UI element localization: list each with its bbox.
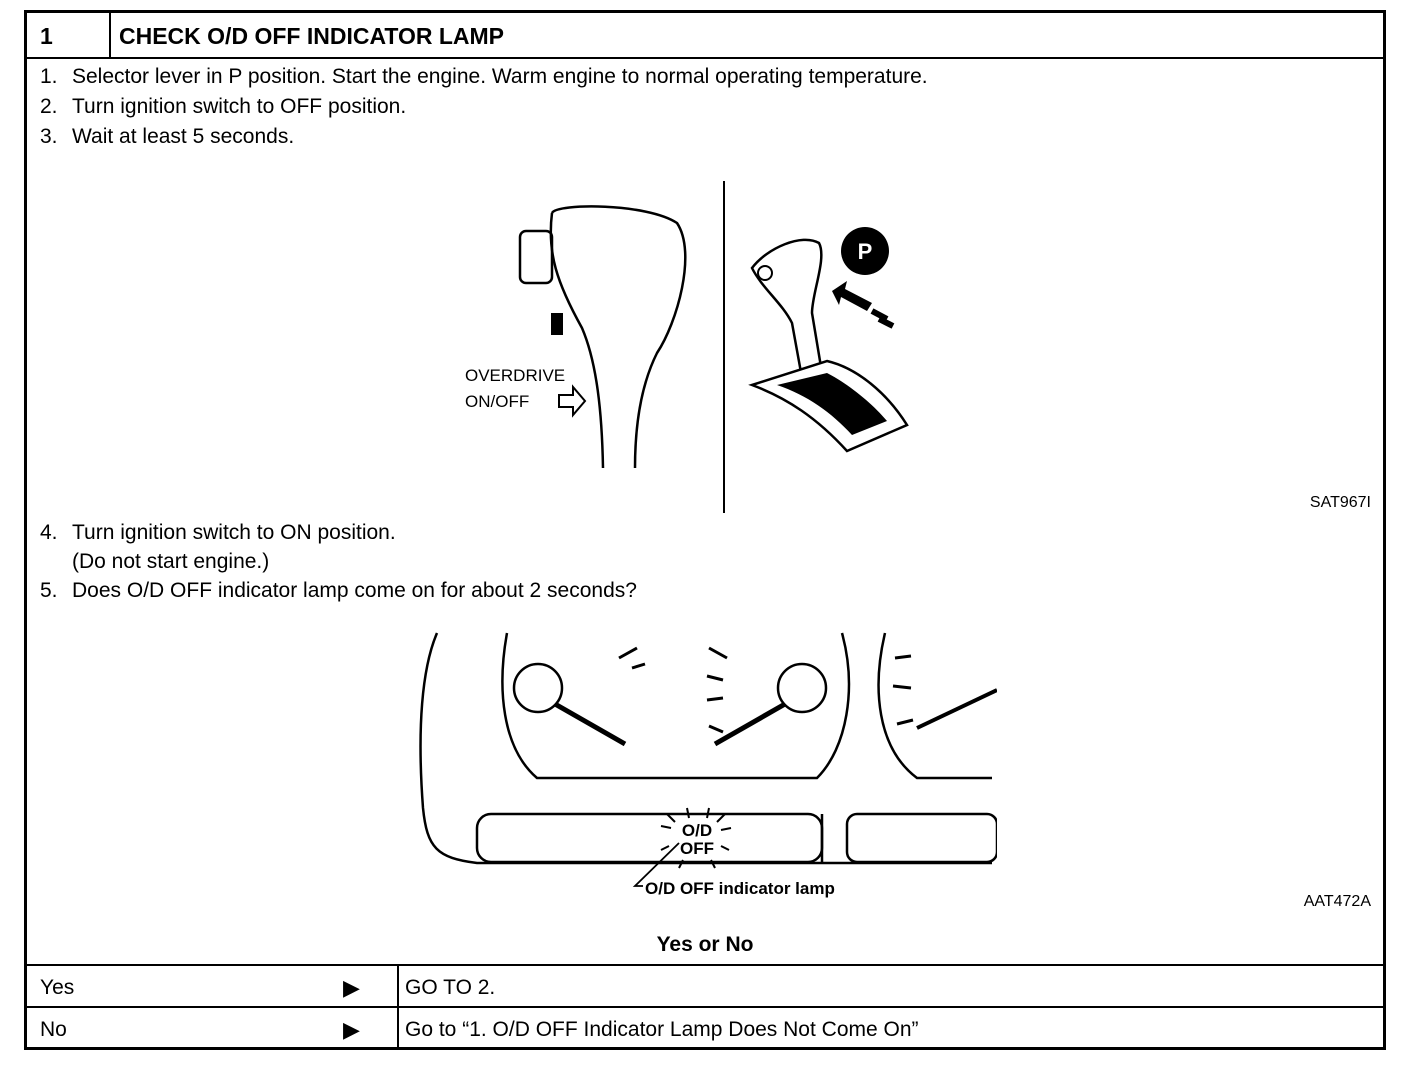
instruction-number: 5. bbox=[40, 579, 58, 602]
instruction-number: 1. bbox=[40, 65, 58, 88]
action-text: GO TO 2. bbox=[405, 976, 496, 999]
right-gauge-hood bbox=[877, 632, 992, 780]
overdrive-switch bbox=[551, 313, 563, 335]
speedo-needle bbox=[916, 688, 997, 730]
answer-label: No bbox=[40, 1018, 67, 1041]
callout-leader bbox=[632, 842, 680, 887]
instruction-4-note: (Do not start engine.) bbox=[40, 550, 269, 574]
step-number: 1 bbox=[40, 23, 53, 49]
step-header: 1 CHECK O/D OFF INDICATOR LAMP bbox=[27, 13, 1383, 59]
instruction-number: 4. bbox=[40, 521, 58, 544]
instruction-5: 5. Does O/D OFF indicator lamp come on fo… bbox=[40, 579, 637, 603]
yes-no-question: Yes or No bbox=[656, 933, 754, 956]
figure-code-sat967i: SAT967I bbox=[1309, 494, 1371, 511]
row-divider bbox=[397, 1008, 399, 1050]
left-gauge-hub bbox=[512, 662, 564, 714]
instruction-text: Selector lever in P position. Start the … bbox=[72, 65, 928, 88]
lamp-callout: O/D OFF indicator lamp bbox=[645, 879, 835, 898]
figure-code-aat472a: AAT472A bbox=[1303, 893, 1371, 910]
play-arrow-icon: ▶ bbox=[343, 1017, 360, 1042]
header-divider bbox=[109, 13, 111, 57]
lamp-glow-rays bbox=[660, 807, 732, 869]
instruction-1: 1. Selector lever in P position. Start th… bbox=[40, 65, 928, 89]
lever-release-button bbox=[757, 265, 773, 281]
park-badge bbox=[841, 227, 889, 275]
instrument-cluster-figure: O/D OFF O/D OFF indicator lamp bbox=[419, 632, 997, 898]
selector-lever-figure: OVERDRIVE ON/OFF P bbox=[465, 181, 909, 513]
instruction-2: 2. Turn ignition switch to OFF position. bbox=[40, 95, 406, 119]
speedo-ticks bbox=[892, 654, 914, 726]
lever-button bbox=[518, 229, 554, 285]
warning-light-panel bbox=[475, 812, 824, 864]
od-lamp-line2: OFF bbox=[680, 839, 714, 858]
push-arrow-icon bbox=[832, 281, 872, 311]
row-divider bbox=[397, 966, 399, 1008]
procedure-box: 1 CHECK O/D OFF INDICATOR LAMP 1. Selecto… bbox=[24, 10, 1386, 1050]
cluster-outline bbox=[419, 632, 992, 865]
action-text: Go to “1. O/D OFF Indicator Lamp Does No… bbox=[405, 1018, 919, 1041]
shift-gate-slot bbox=[777, 373, 887, 435]
lever-knob-back bbox=[549, 212, 605, 469]
instruction-text: Turn ignition switch to ON position. bbox=[72, 521, 396, 544]
push-arrow-dashes bbox=[870, 308, 895, 329]
play-arrow-icon: ▶ bbox=[343, 975, 360, 1000]
instruction-text: (Do not start engine.) bbox=[72, 550, 270, 573]
shift-lever bbox=[750, 238, 824, 380]
gauge-ticks bbox=[618, 646, 728, 734]
instruction-text: Does O/D OFF indicator lamp come on for … bbox=[72, 579, 637, 602]
left-gauge-needle bbox=[553, 701, 627, 747]
overdrive-label-line1: OVERDRIVE bbox=[465, 366, 565, 385]
od-lamp-line1: O/D bbox=[682, 821, 712, 840]
instruction-3: 3. Wait at least 5 seconds. bbox=[40, 125, 294, 149]
instruction-number: 3. bbox=[40, 125, 58, 148]
step-title: CHECK O/D OFF INDICATOR LAMP bbox=[119, 23, 505, 49]
result-row-yes: Yes ▶ GO TO 2. bbox=[27, 964, 1383, 1008]
park-badge-label: P bbox=[858, 239, 873, 264]
warning-light-panel-right bbox=[845, 812, 997, 864]
instruction-text: Turn ignition switch to OFF position. bbox=[72, 95, 407, 118]
right-gauge-needle bbox=[713, 701, 787, 747]
result-row-no: No ▶ Go to “1. O/D OFF Indicator Lamp Do… bbox=[27, 1006, 1383, 1050]
right-gauge-hub bbox=[776, 662, 828, 714]
instruction-number: 2. bbox=[40, 95, 58, 118]
overdrive-label-line2: ON/OFF bbox=[465, 392, 529, 411]
answer-label: Yes bbox=[40, 976, 75, 999]
arrow-right-icon bbox=[558, 384, 587, 418]
instruction-text: Wait at least 5 seconds. bbox=[72, 125, 295, 148]
lever-knob-outline bbox=[550, 205, 687, 469]
left-gauge-hood bbox=[501, 632, 851, 780]
instruction-4: 4. Turn ignition switch to ON position. bbox=[40, 521, 396, 545]
